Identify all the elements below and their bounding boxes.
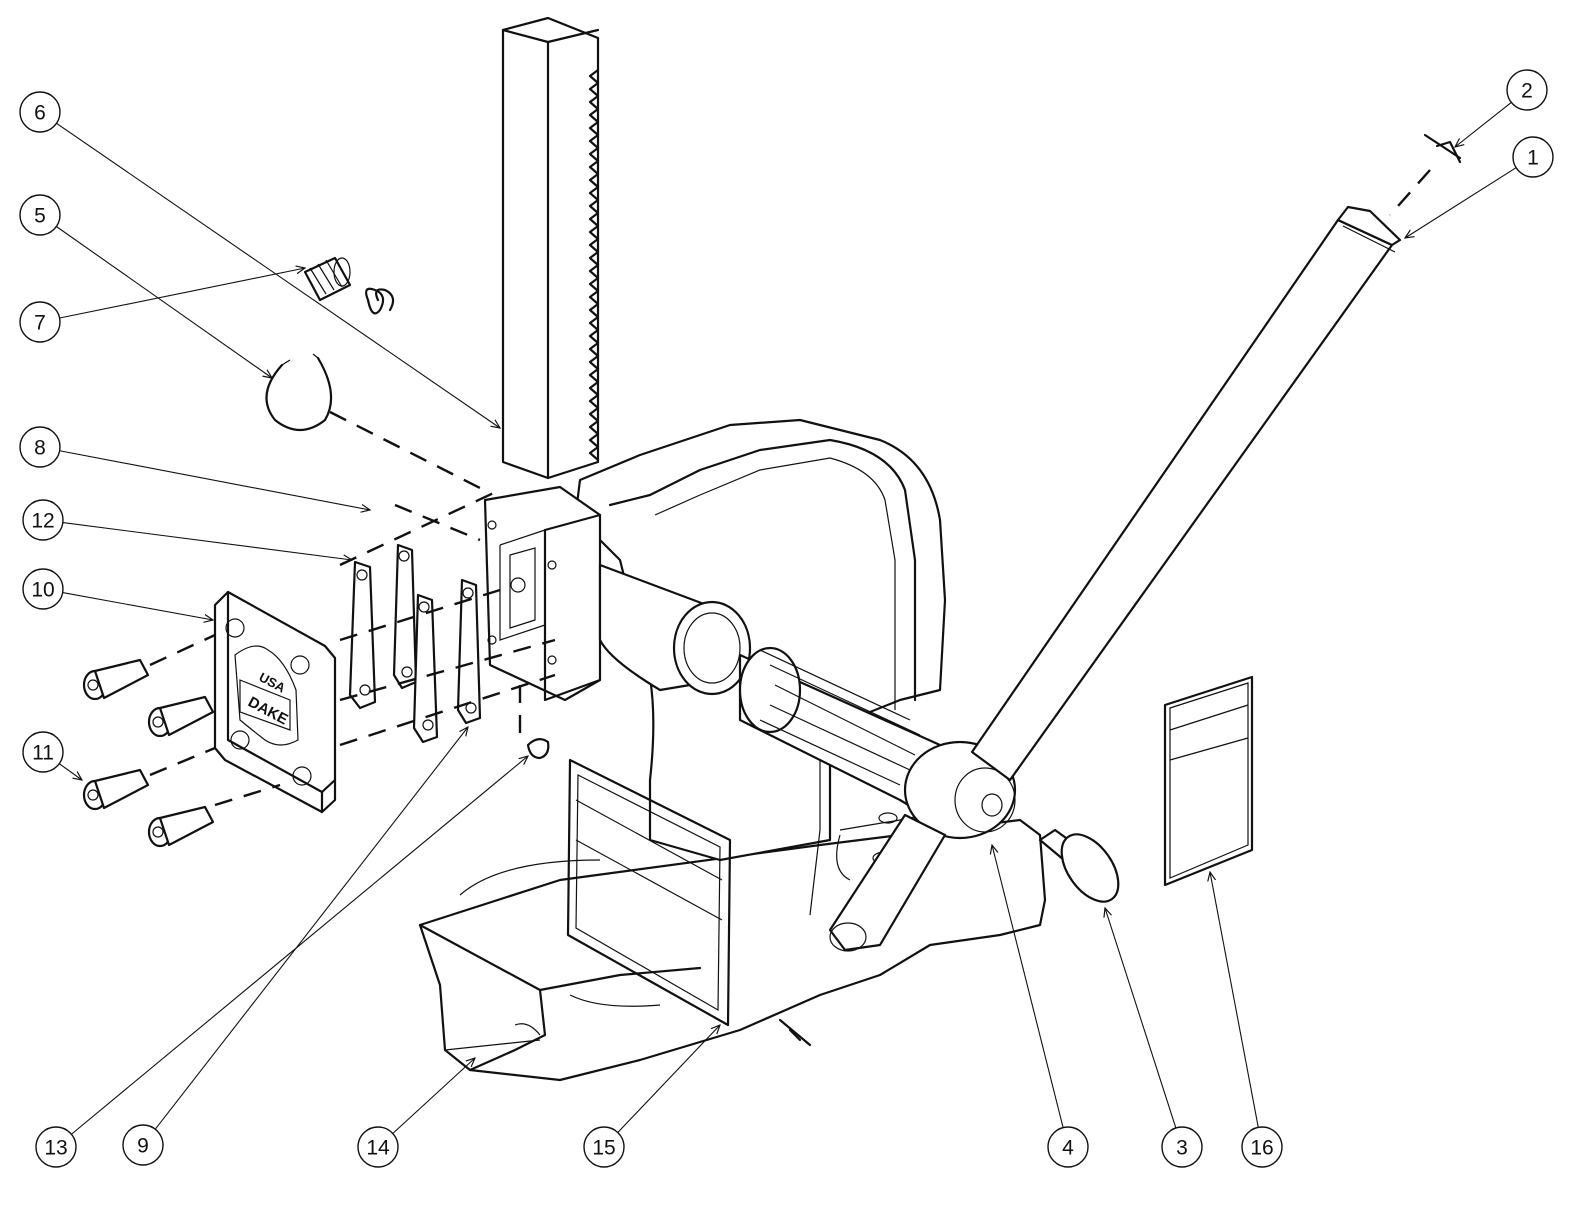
callout-circle (1047, 1126, 1089, 1168)
callout-4: 4 (1047, 1126, 1089, 1168)
pinion-shaft (738, 646, 1017, 952)
callout-circle (19, 301, 61, 343)
callout-circle (19, 426, 61, 468)
small-spring (365, 287, 395, 315)
callout-16: 16 (1241, 1126, 1283, 1168)
leader-line (1455, 101, 1512, 147)
leader-lines (56, 101, 1517, 1135)
leader-line (56, 122, 500, 428)
callout-circle (19, 194, 61, 236)
ball-plunger (526, 738, 550, 760)
callout-number: 16 (1250, 1137, 1273, 1160)
leader-line (71, 756, 528, 1135)
callout-number: 12 (31, 510, 54, 533)
leader-line (617, 1025, 720, 1133)
callout-8: 8 (19, 426, 61, 468)
leader-line (59, 450, 370, 510)
base-pin (778, 1018, 812, 1047)
callout-number: 13 (44, 1137, 67, 1160)
callout-circle (22, 499, 64, 541)
callout-circle (19, 91, 61, 133)
leader-line (992, 845, 1064, 1128)
callout-1: 1 (1512, 136, 1554, 178)
callout-circle (583, 1126, 625, 1168)
callout-circle (22, 731, 64, 773)
callout-circle (357, 1126, 399, 1168)
assembly-line-screw-3 (149, 746, 216, 777)
assembly-line-spring (394, 503, 481, 542)
cap-screws (82, 658, 215, 848)
callout-number: 3 (1176, 1137, 1188, 1160)
callout-number: 8 (34, 437, 46, 460)
callout-number: 15 (592, 1137, 615, 1160)
callout-7: 7 (19, 301, 61, 343)
leader-line (62, 592, 213, 620)
stop-knob (1038, 828, 1120, 903)
leader-line (62, 522, 352, 560)
leader-line (59, 268, 305, 319)
handle-bar (970, 205, 1402, 782)
callout-3: 3 (1161, 1126, 1203, 1168)
callout-number: 6 (34, 102, 46, 125)
callout-14: 14 (357, 1126, 399, 1168)
callout-circle (1161, 1126, 1203, 1168)
callout-11: 11 (22, 731, 64, 773)
leader-line (1105, 908, 1177, 1129)
leader-line (1405, 167, 1517, 238)
callout-12: 12 (22, 499, 64, 541)
callout-number: 2 (1521, 80, 1533, 103)
callout-9: 9 (122, 1124, 164, 1166)
callout-number: 5 (34, 205, 46, 228)
callout-circle (1506, 69, 1548, 111)
callout-10: 10 (22, 568, 64, 610)
callout-circle (35, 1126, 77, 1168)
coil-spring (303, 256, 352, 302)
rack-bar (501, 16, 600, 480)
callout-circle (1241, 1126, 1283, 1168)
leader-line (392, 1058, 475, 1134)
callout-number: 11 (32, 742, 54, 765)
callout-number: 9 (137, 1135, 149, 1158)
cover-plate: USA DAKE (213, 590, 337, 814)
retaining-ring (265, 353, 333, 432)
callout-circle (22, 568, 64, 610)
callout-2: 2 (1506, 69, 1548, 111)
callout-number: 10 (31, 579, 54, 602)
leader-line (56, 226, 272, 378)
callout-circle (122, 1124, 164, 1166)
assembly-line-plates-1 (339, 488, 501, 567)
callout-number: 14 (366, 1137, 390, 1160)
callout-number: 7 (34, 312, 46, 335)
gib-plates (348, 543, 482, 744)
callout-13: 13 (35, 1126, 77, 1168)
assembly-line-screw-1 (149, 633, 216, 667)
handle-pin (1389, 133, 1462, 216)
callout-5: 5 (19, 194, 61, 236)
callout-circle (1512, 136, 1554, 178)
callout-6: 6 (19, 91, 61, 133)
leader-line (58, 763, 82, 780)
callout-number: 1 (1527, 147, 1539, 170)
assembly-line-plates-3 (339, 638, 556, 702)
front-label (566, 758, 732, 1027)
side-label (1163, 675, 1254, 887)
leader-line (1210, 872, 1259, 1128)
assembly-line-upper (329, 410, 481, 490)
assembly-line-screw-4 (214, 783, 281, 807)
callout-number: 4 (1062, 1137, 1074, 1160)
callout-15: 15 (583, 1126, 625, 1168)
leader-line (154, 727, 468, 1130)
